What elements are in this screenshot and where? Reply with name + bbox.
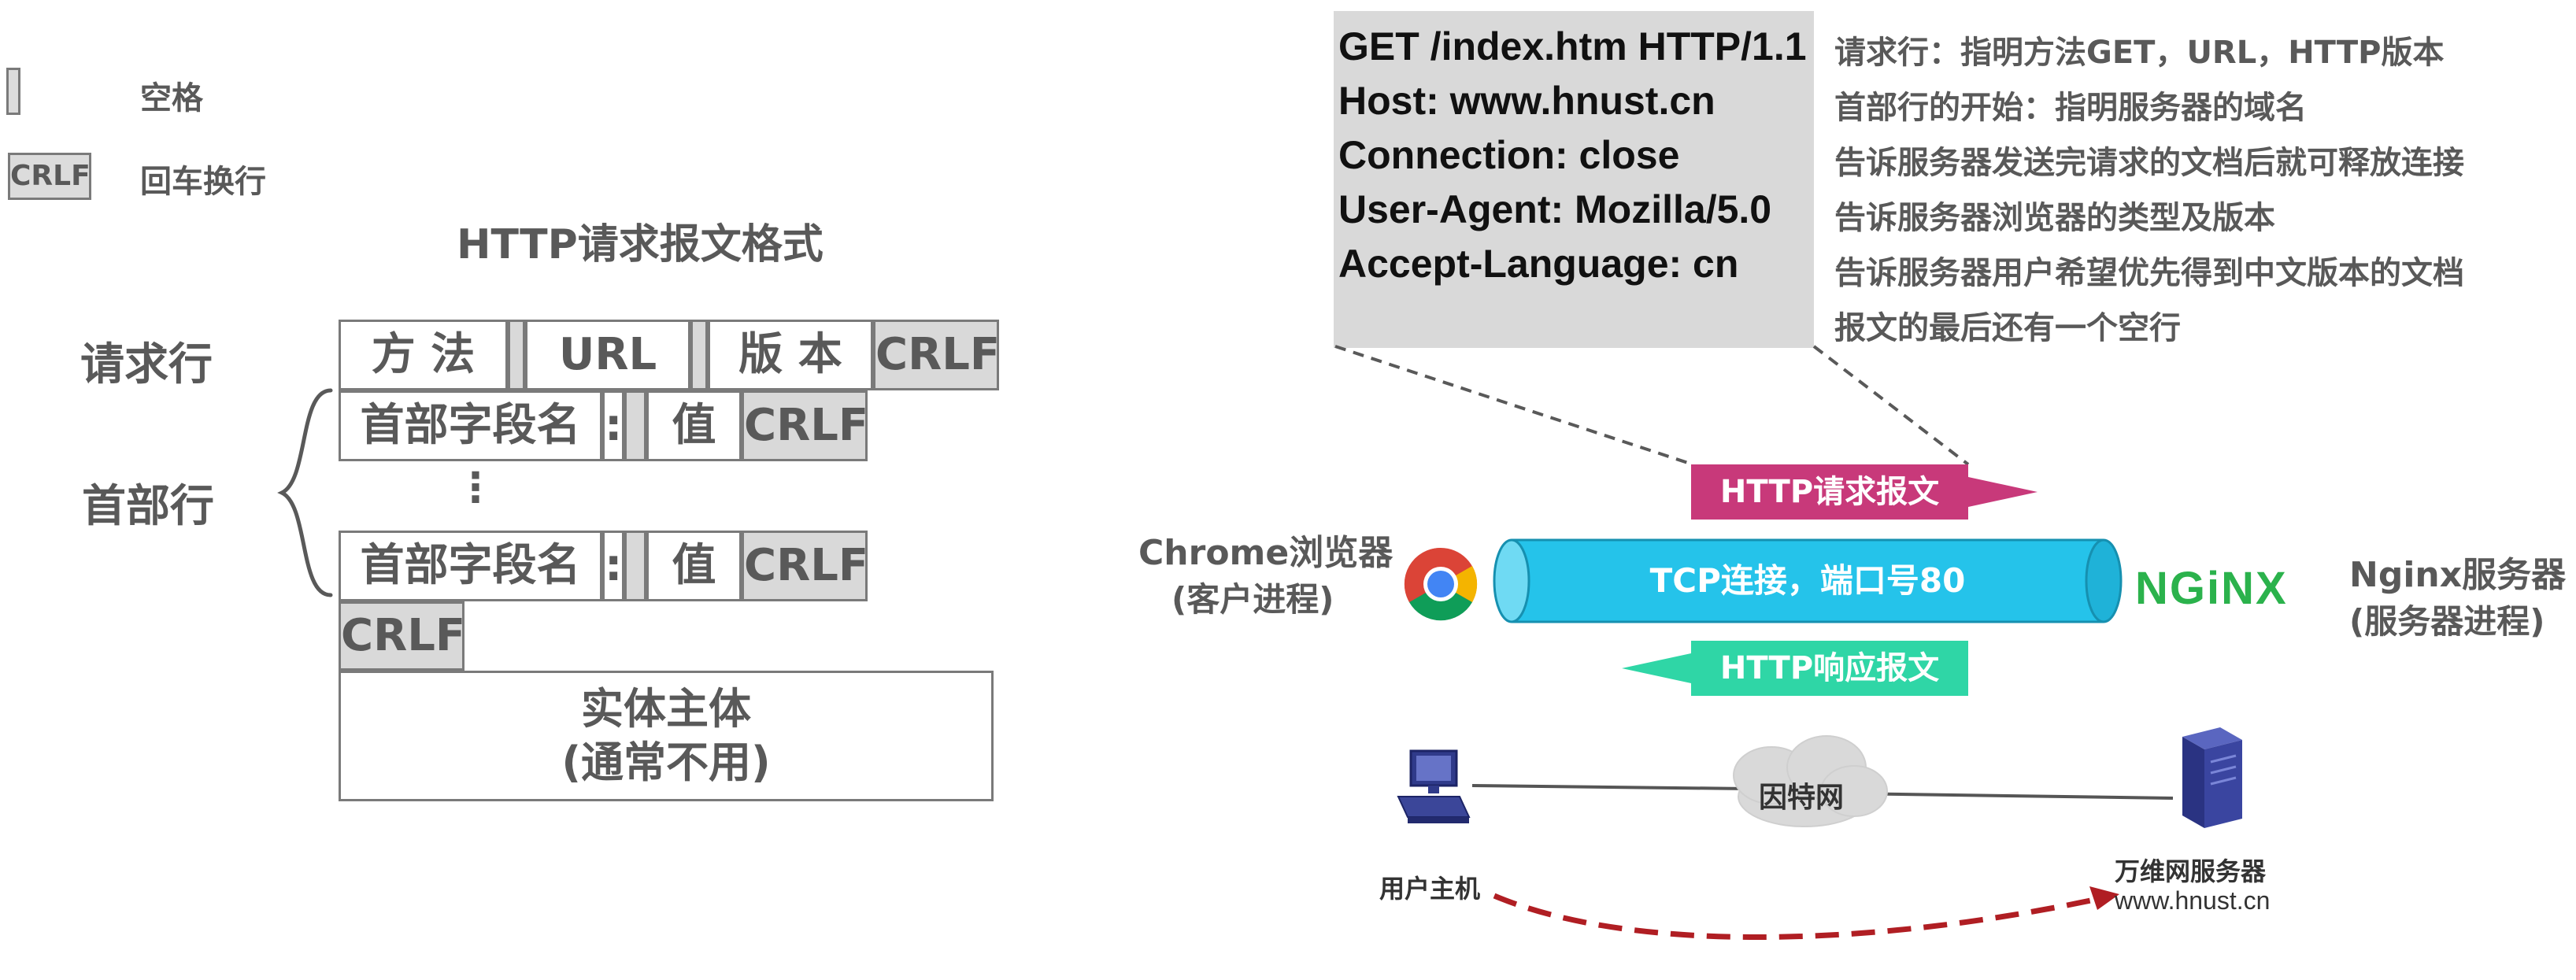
message-note: 报文的最后还有一个空行 [1834,310,2181,346]
message-note: 告诉服务器用户希望优先得到中文版本的文档 [1834,255,2464,291]
message-note: 告诉服务器浏览器的类型及版本 [1834,200,2275,236]
crlf-legend-swatch: CRLF [8,153,91,200]
space-legend-swatch [6,68,20,115]
internet-label: 因特网 [1759,782,1845,814]
space-cell [624,531,646,601]
ellipsis: ⋮ [455,464,496,512]
server-domain: www.hnust.cn [2115,886,2271,915]
message-line: Connection: close [1338,133,1680,177]
blank-line-crlf: CRLF [339,601,465,671]
response-arrow [1622,641,1968,696]
space-cell [624,390,646,461]
field-name-cell: 首部字段名 [339,531,602,601]
method-cell: 方 法 [339,320,508,390]
message-line: User-Agent: Mozilla/5.0 [1338,187,1772,231]
header-brace [277,388,333,597]
field-name-cell: 首部字段名 [339,390,602,461]
nginx-logo: NGiNX [2135,563,2288,614]
space-legend-label: 空格 [140,80,203,116]
server-label: 万维网服务器 [2115,856,2267,886]
space-cell [690,320,708,390]
value-cell: 值 [646,531,742,601]
server-name: Nginx服务器 [2349,555,2567,595]
client-name: Chrome浏览器 [1138,533,1393,573]
http-message-box [1334,11,1814,348]
response-arrow-label: HTTP响应报文 [1719,650,1940,686]
dashed-request-path [1493,893,2106,940]
entity-body-cell: 实体主体 (通常不用) [339,671,994,801]
crlf-legend-label: 回车换行 [140,164,266,200]
format-title: HTTP请求报文格式 [457,221,824,268]
entity-body-note: (通常不用) [561,738,771,787]
tcp-label: TCP连接，端口号80 [1649,561,1966,600]
crlf-cell: CRLF [873,320,1000,390]
version-cell: 版 本 [708,320,873,390]
client-role: (客户进程) [1171,580,1334,619]
header-line-label: 首部行 [82,481,214,532]
colon-cell: : [602,531,624,601]
url-cell: URL [525,320,690,390]
request-arrow-label: HTTP请求报文 [1719,474,1940,510]
connector-line-left [1334,345,1693,466]
crlf-cell: CRLF [742,390,868,461]
message-line: GET /index.htm HTTP/1.1 [1338,24,1807,68]
dashed-arrow-head [2089,886,2119,910]
network-link [1841,792,2174,800]
message-note: 首部行的开始：指明服务器的域名 [1834,90,2307,126]
value-cell: 值 [646,390,742,461]
colon-cell: : [602,390,624,461]
connector-line-right [1812,345,1970,466]
tcp-pipe [1493,538,2123,623]
request-line-label: 请求行 [80,339,213,390]
message-line: Accept-Language: cn [1338,242,1739,286]
entity-body-title: 实体主体 [581,684,751,734]
message-note: 请求行：指明方法GET，URL，HTTP版本 [1834,35,2445,71]
network-link [1471,784,1749,790]
request-arrow [1691,464,2037,520]
message-note: 告诉服务器发送完请求的文档后就可释放连接 [1834,145,2464,181]
message-line: Host: www.hnust.cn [1338,79,1715,123]
space-cell [508,320,525,390]
server-role: (服务器进程) [2349,602,2545,641]
server-icon [2182,727,2242,828]
host-label: 用户主机 [1379,874,1481,904]
crlf-cell: CRLF [742,531,868,601]
computer-icon [1397,749,1471,823]
internet-cloud-icon [1733,735,1888,827]
chrome-icon [1404,547,1478,621]
